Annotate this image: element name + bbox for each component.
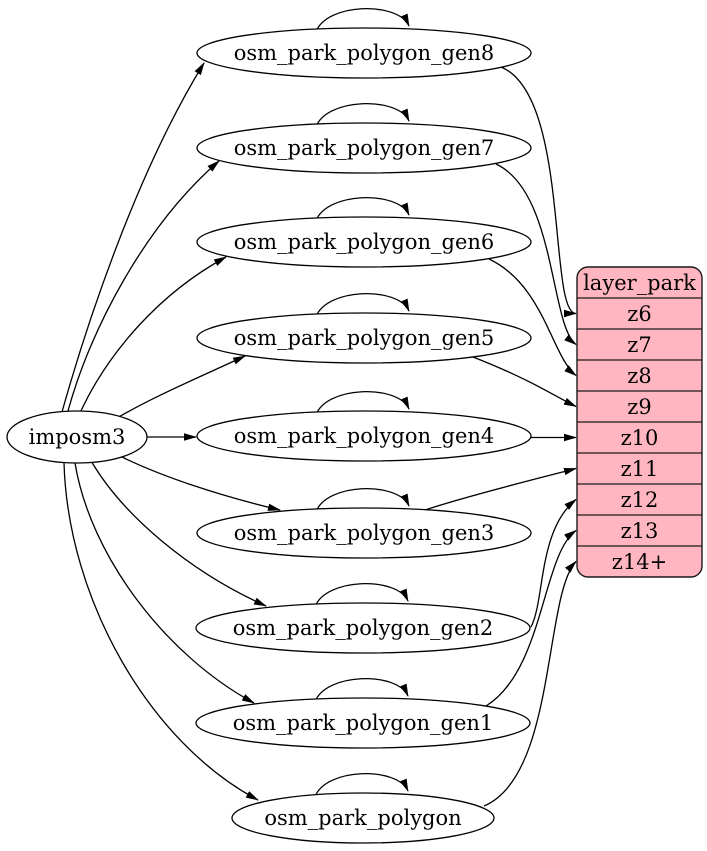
self-loop-osm_park_polygon_gen6 <box>315 197 410 222</box>
self-loop-osm_park_polygon_gen4 <box>315 391 410 416</box>
edge-imposm3-to-osm_park_polygon_gen3 <box>111 451 281 511</box>
edge-osm_park_polygon_gen3-to-z11 <box>424 467 577 511</box>
edge-osm_park_polygon_gen6-to-z8 <box>488 258 577 377</box>
table-row-label: z8 <box>627 364 651 388</box>
table-row-label: z10 <box>621 426 659 450</box>
self-loop-osm_park_polygon_gen7 <box>315 103 410 128</box>
table-row-label: z14+ <box>612 550 667 574</box>
node-label: osm_park_polygon_gen1 <box>233 711 494 735</box>
self-loop-osm_park_polygon_gen5 <box>315 293 410 318</box>
node-osm_park_polygon_gen5: osm_park_polygon_gen5 <box>196 312 532 364</box>
edge-osm_park_polygon_gen8-to-z6 <box>500 66 577 318</box>
edge-imposm3-to-osm_park_polygon_gen1 <box>74 462 255 704</box>
node-ellipse <box>196 410 532 462</box>
node-ellipse <box>196 27 532 79</box>
node-osm_park_polygon_gen1: osm_park_polygon_gen1 <box>195 697 531 749</box>
node-ellipse <box>196 312 532 364</box>
node-label: osm_park_polygon_gen8 <box>234 41 495 65</box>
node-ellipse <box>195 602 531 654</box>
table-row-label: z13 <box>621 519 659 543</box>
edge-osm_park_polygon-to-z14+ <box>483 560 577 807</box>
node-label: osm_park_polygon_gen2 <box>233 616 494 640</box>
table-layer: layer_park z6 z7 z8 z9 z10 z11 z12 z13 z14+ <box>576 266 703 578</box>
node-osm_park_polygon_gen8: osm_park_polygon_gen8 <box>196 27 532 79</box>
node-ellipse <box>196 122 532 174</box>
edge-imposm3-to-osm_park_polygon_gen8 <box>61 62 205 413</box>
edge-osm_park_polygon_gen2-to-z12 <box>530 498 577 628</box>
nodes-layer: imposm3 osm_park_polygon_gen8 osm_park_pol… <box>6 27 532 844</box>
node-label: osm_park_polygon_gen4 <box>234 424 495 448</box>
node-ellipse <box>231 792 495 844</box>
edge-imposm3-to-osm_park_polygon_gen7 <box>67 160 220 412</box>
table-row-label: z12 <box>621 488 659 512</box>
node-imposm3: imposm3 <box>6 410 148 464</box>
table-row-label: z11 <box>621 457 659 481</box>
node-osm_park_polygon_gen6: osm_park_polygon_gen6 <box>196 216 532 268</box>
node-label: osm_park_polygon_gen3 <box>234 521 495 545</box>
node-label: osm_park_polygon_gen5 <box>234 326 495 350</box>
node-osm_park_polygon: osm_park_polygon <box>231 792 495 844</box>
node-ellipse <box>196 507 532 559</box>
self-loop-osm_park_polygon <box>314 773 409 798</box>
node-label: osm_park_polygon <box>264 806 461 830</box>
node-ellipse <box>195 697 531 749</box>
edges-layer <box>61 8 577 807</box>
node-osm_park_polygon_gen7: osm_park_polygon_gen7 <box>196 122 532 174</box>
edge-osm_park_polygon_gen1-to-z13 <box>485 529 577 707</box>
node-label: imposm3 <box>29 425 126 449</box>
node-osm_park_polygon_gen3: osm_park_polygon_gen3 <box>196 507 532 559</box>
node-ellipse <box>196 216 532 268</box>
table-row-label: z9 <box>627 395 651 419</box>
table-title: layer_park <box>583 271 696 295</box>
table-row-label: z6 <box>627 302 651 326</box>
table-row-label: z7 <box>627 333 651 357</box>
self-loop-osm_park_polygon_gen8 <box>315 8 410 33</box>
edge-imposm3-to-osm_park_polygon_gen6 <box>79 256 227 414</box>
edge-imposm3-to-osm_park_polygon_gen5 <box>111 355 246 422</box>
node-osm_park_polygon_gen2: osm_park_polygon_gen2 <box>195 602 531 654</box>
node-label: osm_park_polygon_gen6 <box>234 230 495 254</box>
node-osm_park_polygon_gen4: osm_park_polygon_gen4 <box>196 410 532 462</box>
edge-osm_park_polygon_gen7-to-z7 <box>495 163 577 346</box>
self-loop-osm_park_polygon_gen1 <box>314 678 409 703</box>
edge-osm_park_polygon_gen5-to-z9 <box>472 356 577 408</box>
edge-imposm3-to-osm_park_polygon <box>63 462 259 801</box>
edge-imposm3-to-osm_park_polygon_gen2 <box>89 458 267 607</box>
node-ellipse <box>6 410 148 464</box>
self-loop-osm_park_polygon_gen2 <box>314 583 409 608</box>
self-loop-osm_park_polygon_gen3 <box>315 488 410 513</box>
node-label: osm_park_polygon_gen7 <box>234 136 495 160</box>
